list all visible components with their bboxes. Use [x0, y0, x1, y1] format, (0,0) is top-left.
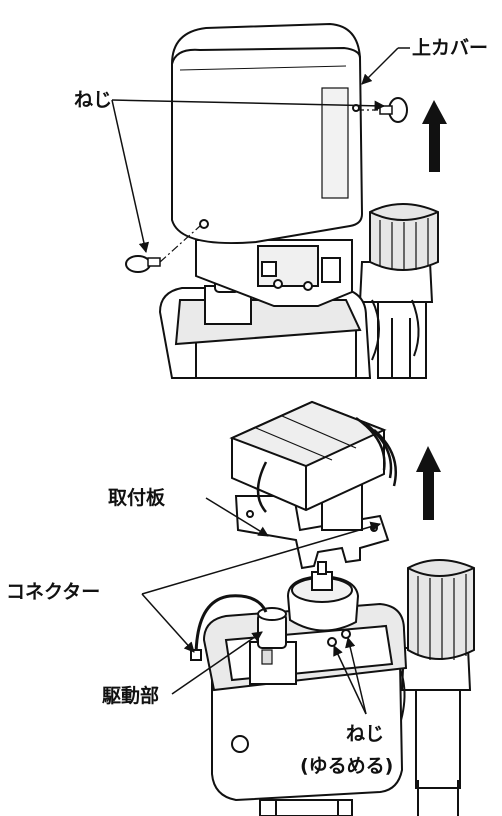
control-box [229, 400, 398, 513]
leader-lines-top [111, 47, 410, 254]
valve-bottom [395, 559, 475, 816]
screw-icon [125, 255, 161, 273]
valve-top [358, 203, 439, 379]
drive-unit [249, 607, 297, 685]
label-mounting-plate: 取付板 [108, 486, 166, 509]
top-figure [125, 22, 439, 379]
body-bottom [202, 602, 408, 816]
label-screw-bottom-note: (ゆるめる) [300, 755, 393, 777]
inner-plate-top [195, 239, 353, 307]
label-screw-bottom: ねじ [346, 723, 384, 745]
valve-cap [286, 561, 360, 647]
connector-cable [194, 594, 268, 659]
screw-icon [379, 97, 408, 123]
up-arrow-icon [416, 446, 441, 520]
up-arrow-icon [422, 100, 447, 172]
upper-cover [171, 22, 364, 245]
label-drive-unit: 駆動部 [102, 684, 159, 707]
label-screw-top: ねじ [74, 89, 112, 111]
label-upper-cover: 上カバー [412, 37, 488, 59]
leader-lines-bottom [141, 497, 382, 715]
label-connector: コネクター [6, 581, 100, 603]
bottom-figure [190, 400, 475, 816]
